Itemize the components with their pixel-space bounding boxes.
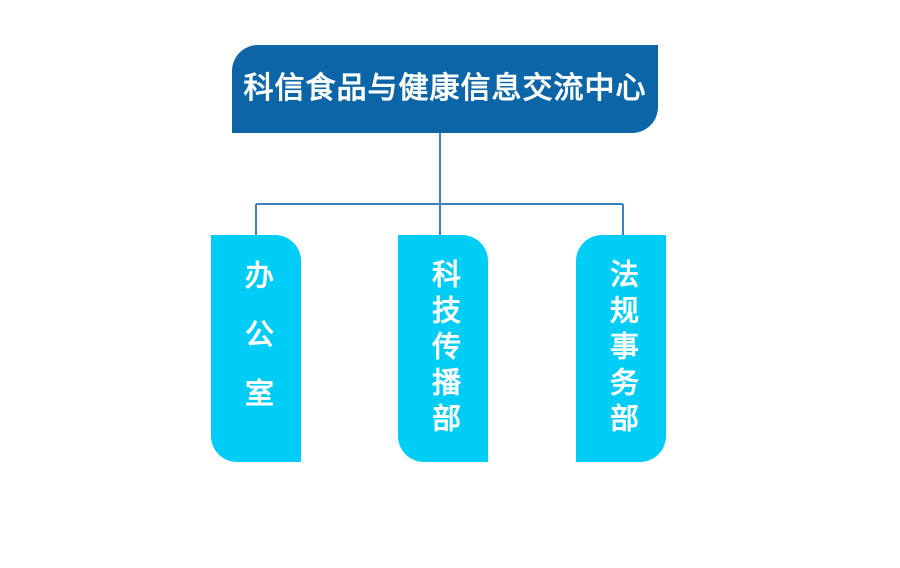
department-node-office[interactable]: 办公室 <box>211 235 301 462</box>
department-node-label: 法规事务部 <box>605 258 638 439</box>
department-node-regulatory-affairs[interactable]: 法规事务部 <box>576 235 666 462</box>
root-node-organization[interactable]: 科信食品与健康信息交流中心 <box>232 45 658 133</box>
department-node-label: 办公室 <box>240 260 273 437</box>
department-node-sci-tech-communication[interactable]: 科技传播部 <box>398 235 488 462</box>
department-node-label: 科技传播部 <box>427 258 460 439</box>
root-node-label: 科信食品与健康信息交流中心 <box>243 72 647 105</box>
